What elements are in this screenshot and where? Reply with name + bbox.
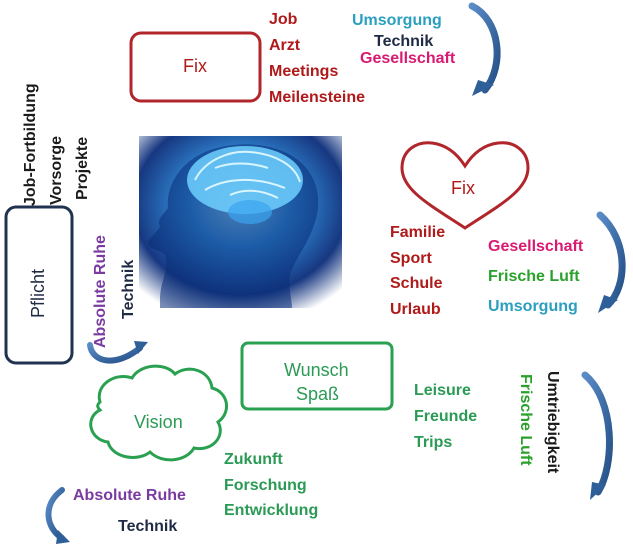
heart-label: Fix [451,178,475,198]
vision-cloud-label: Vision [134,412,183,432]
curved-arrow-middle-right [596,211,626,309]
wunsch-item-leisure: Leisure [414,382,471,399]
wunsch-box-label-2: Spaß [296,384,340,404]
fix-item-arzt: Arzt [269,37,301,54]
fix-side-gesellschaft: Gesellschaft [360,50,456,67]
fix-box-label: Fix [183,56,207,76]
vision-cloud [89,364,228,462]
heart-side-umsorgung: Umsorgung [488,298,578,315]
wunsch-item-trips: Trips [414,434,453,451]
fix-item-meetings: Meetings [269,63,339,80]
fix-box [129,31,262,103]
heart-side-gesellschaft: Gesellschaft [488,238,584,255]
pflicht-side-technik: Technik [120,259,137,319]
wunsch-box-label-1: Wunsch [284,360,349,380]
wunsch-side-umtriebigkeit: Umtriebigkeit [544,371,561,474]
wunsch-item-freunde: Freunde [414,408,478,425]
curved-arrow-top-right [468,2,501,94]
pflicht-side-absolute-ruhe: Absolute Ruhe [92,235,109,348]
heart-shape [400,141,530,230]
fix-item-meilensteine: Meilensteine [269,89,366,106]
pflicht-box-label: Pflicht [28,268,48,318]
fix-side-technik: Technik [374,33,434,50]
curved-arrow-bottom-right [581,371,613,496]
pflicht-box [4,205,74,365]
vision-item-zukunft: Zukunft [224,451,283,468]
heart-item-familie: Familie [390,224,446,241]
wunsch-side-frische-luft: Frische Luft [517,374,534,466]
heart-item-urlaub: Urlaub [390,301,441,318]
vision-item-entwicklung: Entwicklung [224,502,319,519]
curved-arrow-bottom-left [45,487,65,541]
wunsch-box [240,341,394,411]
fix-item-job: Job [269,11,298,28]
vision-item-forschung: Forschung [224,477,307,494]
fix-side-umsorgung: Umsorgung [352,12,442,29]
heart-side-frische-luft: Frische Luft [488,268,580,285]
heart-item-schule: Schule [390,275,443,292]
pflicht-item-vorsorge: Vorsorge [48,135,65,205]
pflicht-item-job-fortbildung: Job-Fortbildung [22,83,39,206]
brain-head-image [139,136,342,308]
vision-side-absolute-ruhe: Absolute Ruhe [73,487,186,504]
pflicht-item-projekte: Projekte [74,136,91,200]
heart-item-sport: Sport [390,250,432,267]
curved-arrow-pflicht [87,342,143,364]
vision-side-technik: Technik [118,518,178,535]
